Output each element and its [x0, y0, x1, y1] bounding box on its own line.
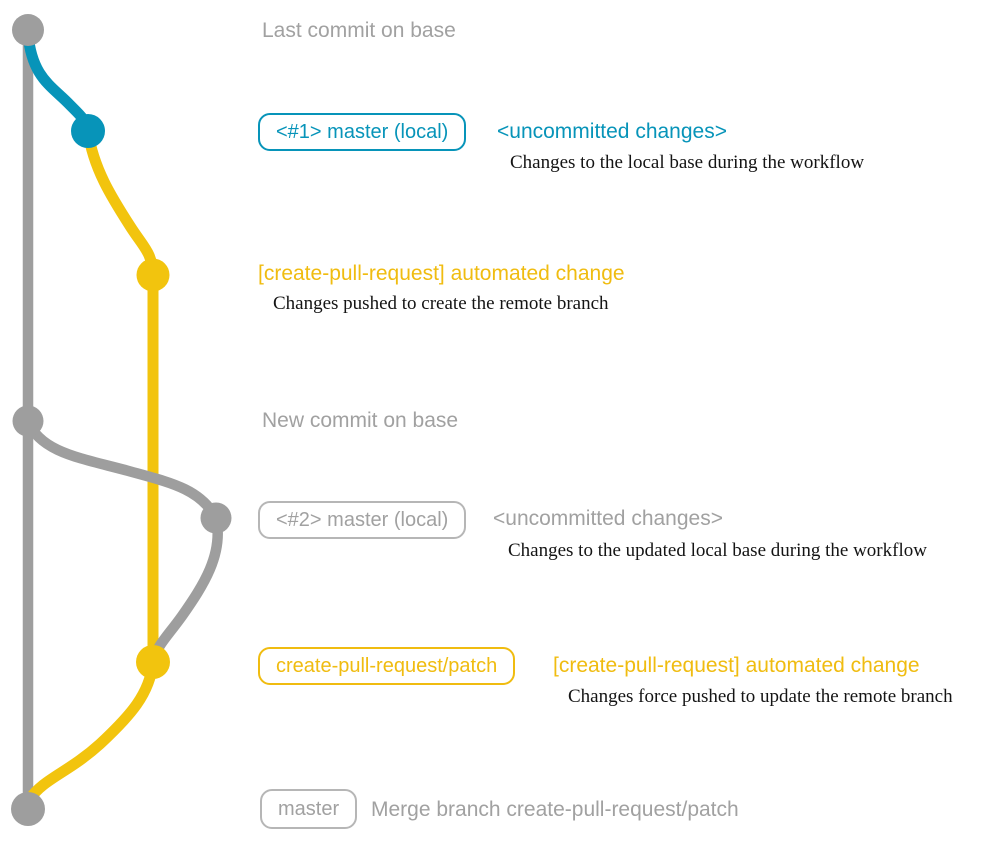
commit-dot-merge [11, 792, 45, 826]
note-new-commit-on-base: New commit on base [262, 409, 459, 432]
automated-change-label-1: [create-pull-request] automated change [258, 262, 625, 285]
branch-badge-master: master [260, 789, 358, 829]
uncommitted-changes-label-2: <uncommitted changes> [493, 507, 723, 530]
commit-dot-last-base [12, 14, 44, 46]
uncommitted-changes-label-1: <uncommitted changes> [497, 120, 727, 143]
caption-local-base-changes: Changes to the local base during the wor… [510, 152, 865, 173]
note-last-commit-on-base: Last commit on base [262, 19, 456, 42]
patch-branch-curve-top [82, 125, 159, 281]
rebase-curve-in [147, 512, 223, 668]
caption-changes-pushed: Changes pushed to create the remote bran… [273, 293, 609, 314]
caption-changes-force-pushed: Changes force pushed to update the remot… [568, 686, 953, 707]
automated-change-label-2: [create-pull-request] automated change [553, 654, 920, 677]
commit-dot-patch-1 [136, 258, 170, 292]
branch-badge-master-local-2: <#2> master (local) [258, 501, 467, 539]
local-branch-curve [22, 28, 94, 137]
commit-dot-local-1 [71, 114, 105, 148]
commit-dot-new-base [12, 405, 44, 437]
branch-badge-create-pull-request-patch: create-pull-request/patch [258, 647, 516, 685]
commit-dot-patch-2 [136, 645, 170, 679]
caption-updated-local-base-changes: Changes to the updated local base during… [508, 540, 927, 561]
patch-merge-curve [23, 656, 159, 806]
rebase-curve-out [22, 415, 222, 524]
commit-dot-local-2 [200, 502, 232, 534]
merge-branch-label: Merge branch create-pull-request/patch [371, 798, 739, 821]
branch-badge-master-local-1: <#1> master (local) [258, 113, 467, 151]
